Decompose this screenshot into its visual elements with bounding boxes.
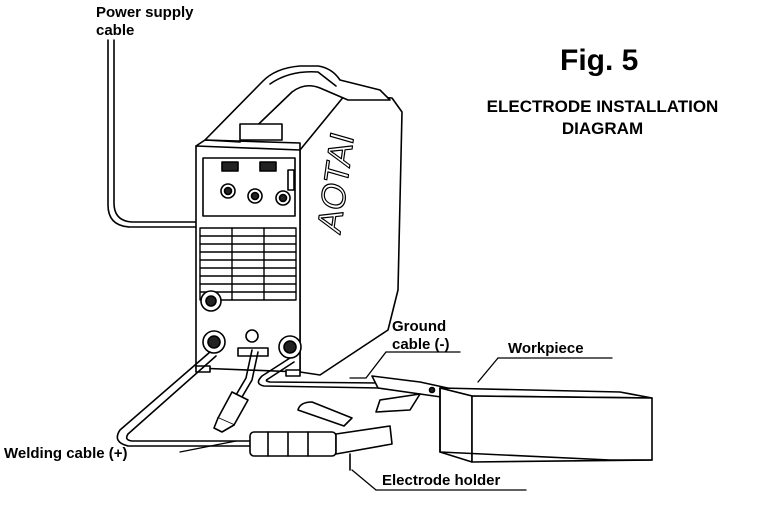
- power-supply-label: Power supply cable: [96, 4, 194, 40]
- electrode-holder: [249, 401, 393, 471]
- welding-cable-label: Welding cable (+): [4, 445, 128, 462]
- leader-lines: [179, 351, 613, 491]
- torch-plug: [213, 349, 259, 433]
- welding-machine: AOTAI: [195, 65, 403, 377]
- power-supply-cable: [107, 39, 197, 228]
- ground-label-line1: Ground: [392, 318, 447, 335]
- power-supply-label-line2: cable: [96, 22, 135, 39]
- ground-cable: [257, 357, 381, 389]
- electrode-holder-label: Electrode holder: [382, 472, 501, 489]
- figure-number: Fig. 5: [560, 44, 639, 77]
- carry-handle: [204, 65, 391, 143]
- welding-cable-leader: [179, 440, 237, 453]
- ground-leader: [349, 351, 387, 379]
- control-panel: [202, 157, 296, 217]
- welding-cable: [116, 351, 251, 447]
- diagram-title-line2: DIAGRAM: [561, 119, 644, 138]
- power-supply-label-line1: Power supply: [96, 4, 194, 21]
- display-right: [259, 161, 277, 172]
- ground-cable-label: Ground cable (-): [392, 318, 450, 354]
- handle-grip: [239, 123, 283, 141]
- workpiece-label: Workpiece: [508, 340, 584, 357]
- diagram-title: ELECTRODE INSTALLATION DIAGRAM: [440, 96, 765, 140]
- display-left: [221, 161, 239, 172]
- vent-grille: [199, 227, 297, 301]
- workpiece-block: [439, 387, 653, 463]
- workpiece-leader: [477, 357, 499, 383]
- diagram-title-line1: ELECTRODE INSTALLATION: [486, 97, 719, 116]
- control-socket-icon: [245, 329, 259, 343]
- ground-label-line2: cable (-): [392, 336, 450, 353]
- holder-leader: [351, 469, 377, 491]
